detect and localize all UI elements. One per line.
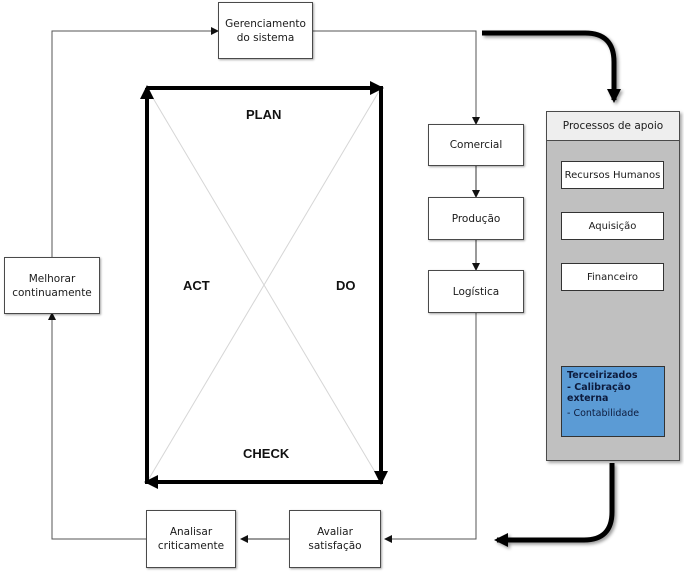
box-producao[interactable]: Produção <box>428 197 524 240</box>
support-item-recursos-humanos[interactable]: Recursos Humanos <box>561 161 664 189</box>
support-panel-header: Processos de apoio <box>547 112 679 141</box>
outsourced-item-calibracao: - Calibração externa <box>567 382 631 404</box>
outsourced-box[interactable]: Terceirizados - Calibração externa - Con… <box>561 366 665 437</box>
pdca-do-label: DO <box>336 278 356 293</box>
box-comercial[interactable]: Comercial <box>428 124 524 166</box>
box-logistica[interactable]: Logística <box>428 270 524 313</box>
box-analisar-label: Analisar criticamente <box>157 526 225 552</box>
support-item-label: Recursos Humanos <box>564 169 661 181</box>
curved-arrow-to-support <box>482 30 621 103</box>
box-melhorar-label: Melhorar continuamente <box>12 272 92 299</box>
support-item-label: Financeiro <box>586 271 639 283</box>
connector-analisar-to-melhorar <box>48 312 146 540</box>
curved-arrow-from-support <box>494 463 615 547</box>
support-panel-title: Processos de apoio <box>562 120 664 132</box>
box-avaliar-label: Avaliar satisfação <box>308 526 362 552</box>
connector-gerenciamento-to-comercial <box>312 30 480 125</box>
pdca-plan-label: PLAN <box>246 107 282 122</box>
box-melhorar-continuamente[interactable]: Melhorar continuamente <box>4 257 100 314</box>
outsourced-title: Terceirizados <box>567 370 638 381</box>
pdca-diagonal-2 <box>146 87 382 483</box>
box-comercial-label: Comercial <box>449 139 503 151</box>
support-item-financeiro[interactable]: Financeiro <box>561 263 664 291</box>
box-logistica-label: Logística <box>452 285 500 298</box>
box-avaliar-satisfacao[interactable]: Avaliar satisfação <box>289 510 381 568</box>
box-analisar-criticamente[interactable]: Analisar criticamente <box>146 510 236 568</box>
pdca-check-label: CHECK <box>243 446 290 461</box>
outsourced-item-contabilidade: - Contabilidade <box>567 408 640 419</box>
support-processes-panel: Processos de apoio Recursos Humanos Aqui… <box>546 111 680 461</box>
box-producao-label: Produção <box>451 212 501 225</box>
box-gerenciamento-do-sistema[interactable]: Gerenciamento do sistema <box>218 2 313 59</box>
box-gerenciamento-label: Gerenciamento do sistema <box>225 17 306 44</box>
support-item-aquisicao[interactable]: Aquisição <box>561 212 664 240</box>
connector-logistica-to-avaliar <box>384 313 477 543</box>
connector-melhorar-to-gerenciamento <box>51 27 219 257</box>
support-item-label: Aquisição <box>588 220 637 232</box>
pdca-act-label: ACT <box>183 278 210 293</box>
